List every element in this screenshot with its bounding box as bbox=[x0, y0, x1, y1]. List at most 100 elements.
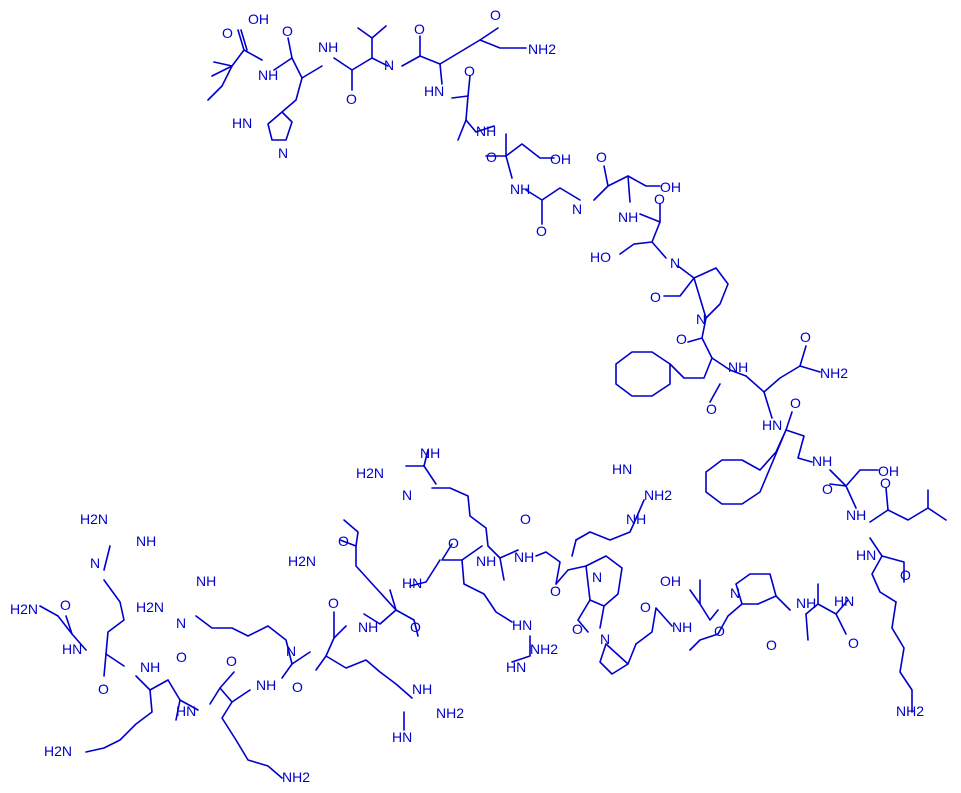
atom-label: O bbox=[222, 25, 233, 41]
atom-label: H2N bbox=[10, 601, 38, 617]
atom-labels: O OH NH O HN N NH O N O O NH2 HN O NH O … bbox=[10, 7, 924, 785]
atom-label: HN bbox=[62, 641, 82, 657]
atom-label: NH bbox=[514, 549, 534, 565]
atom-label: NH bbox=[618, 209, 638, 225]
atom-label: HN bbox=[834, 593, 854, 609]
atom-label: NH bbox=[420, 445, 440, 461]
atom-label: O bbox=[520, 511, 531, 527]
atom-label: OH bbox=[550, 151, 571, 167]
atom-label: O bbox=[550, 583, 561, 599]
atom-label: OH bbox=[660, 573, 681, 589]
atom-label: O bbox=[800, 329, 811, 345]
atom-label: O bbox=[714, 623, 725, 639]
atom-label: N bbox=[730, 585, 740, 601]
atom-label: NH2 bbox=[436, 705, 464, 721]
atom-label: NH bbox=[812, 453, 832, 469]
atom-label: HN bbox=[176, 703, 196, 719]
atom-label: N bbox=[384, 57, 394, 73]
atom-label: O bbox=[650, 289, 661, 305]
atom-label: N bbox=[278, 145, 288, 161]
atom-label: N bbox=[600, 631, 610, 647]
atom-label: N bbox=[176, 615, 186, 631]
atom-label: O bbox=[98, 681, 109, 697]
atom-label: O bbox=[706, 401, 717, 417]
atom-label: O bbox=[448, 535, 459, 551]
atom-label: O bbox=[226, 653, 237, 669]
atom-label: HN bbox=[232, 115, 252, 131]
atom-label: O bbox=[292, 679, 303, 695]
atom-label: HN bbox=[506, 659, 526, 675]
atom-label: O bbox=[766, 637, 777, 653]
atom-label: NH bbox=[476, 553, 496, 569]
atom-label: NH bbox=[846, 507, 866, 523]
atom-label: HN bbox=[512, 617, 532, 633]
atom-label: O bbox=[596, 149, 607, 165]
atom-label: NH2 bbox=[282, 769, 310, 785]
atom-label: O bbox=[490, 7, 501, 23]
atom-label: O bbox=[486, 149, 497, 165]
atom-label: NH bbox=[728, 359, 748, 375]
atom-label: O bbox=[654, 191, 665, 207]
atom-label: O bbox=[880, 475, 891, 491]
atom-label: O bbox=[790, 395, 801, 411]
atom-label: NH bbox=[136, 533, 156, 549]
atom-label: O bbox=[282, 23, 293, 39]
atom-label: N bbox=[670, 255, 680, 271]
atom-label: H2N bbox=[136, 599, 164, 615]
atom-label: HN bbox=[856, 547, 876, 563]
atom-label: O bbox=[60, 597, 71, 613]
atom-label: HN bbox=[402, 575, 422, 591]
atom-label: O bbox=[676, 331, 687, 347]
atom-label: OH bbox=[660, 179, 681, 195]
atom-label: O bbox=[338, 533, 349, 549]
atom-label: OH bbox=[248, 11, 269, 27]
atom-label: HN bbox=[424, 83, 444, 99]
atom-label: NH2 bbox=[530, 641, 558, 657]
atom-label: O bbox=[822, 481, 833, 497]
atom-label: N bbox=[90, 555, 100, 571]
atom-label: H2N bbox=[80, 511, 108, 527]
atom-label: O bbox=[900, 567, 911, 583]
atom-label: NH bbox=[140, 659, 160, 675]
atom-label: O bbox=[572, 621, 583, 637]
atom-label: N bbox=[402, 487, 412, 503]
atom-label: H2N bbox=[288, 553, 316, 569]
atom-label: NH2 bbox=[644, 487, 672, 503]
atom-label: O bbox=[464, 63, 475, 79]
atom-label: NH bbox=[476, 123, 496, 139]
atom-label: HN bbox=[392, 729, 412, 745]
atom-label: H2N bbox=[356, 465, 384, 481]
atom-label: NH bbox=[412, 681, 432, 697]
atom-label: NH2 bbox=[896, 703, 924, 719]
atom-label: HO bbox=[590, 249, 611, 265]
atom-label: NH bbox=[258, 67, 278, 83]
atom-label: O bbox=[328, 595, 339, 611]
atom-label: NH bbox=[256, 677, 276, 693]
atom-label: N bbox=[286, 643, 296, 659]
atom-label: O bbox=[346, 91, 357, 107]
atom-label: NH bbox=[626, 511, 646, 527]
atom-label: OH bbox=[878, 463, 899, 479]
atom-label: NH bbox=[510, 181, 530, 197]
atom-label: O bbox=[176, 649, 187, 665]
atom-label: NH bbox=[358, 619, 378, 635]
atom-label: NH bbox=[318, 39, 338, 55]
atom-label: N bbox=[572, 201, 582, 217]
atom-label: O bbox=[848, 635, 859, 651]
atom-label: NH bbox=[196, 573, 216, 589]
atom-label: NH2 bbox=[820, 365, 848, 381]
bond-skeleton bbox=[39, 25, 947, 779]
atom-label: N bbox=[592, 569, 602, 585]
atom-label: HN bbox=[612, 461, 632, 477]
atom-label: O bbox=[536, 223, 547, 239]
atom-label: O bbox=[640, 599, 651, 615]
atom-label: N bbox=[696, 311, 706, 327]
atom-label: O bbox=[414, 21, 425, 37]
atom-label: NH bbox=[672, 619, 692, 635]
atom-label: O bbox=[410, 619, 421, 635]
atom-label: NH bbox=[796, 595, 816, 611]
atom-label: H2N bbox=[44, 743, 72, 759]
atom-label: HN bbox=[762, 417, 782, 433]
atom-label: NH2 bbox=[528, 41, 556, 57]
